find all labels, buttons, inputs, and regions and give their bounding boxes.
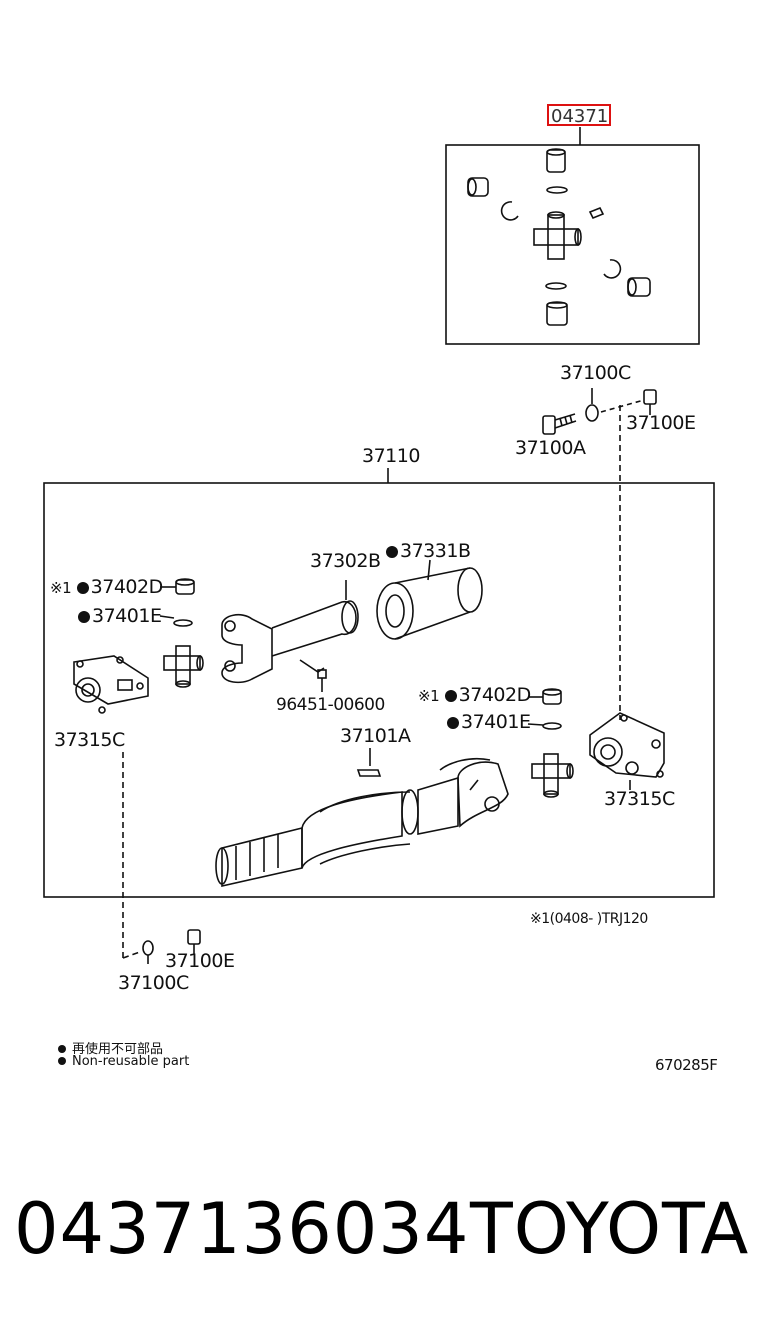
legend-jp: 再使用不可部品	[58, 1038, 163, 1057]
label-37401E-left: 37401E	[92, 605, 162, 627]
label-37110: 37110	[362, 445, 420, 467]
label-37401E-left-row: 37401E	[78, 605, 162, 627]
non-reusable-dot	[444, 690, 457, 702]
non-reusable-dot	[386, 546, 398, 558]
legend-en: Non-reusable part	[58, 1054, 189, 1069]
label-37315C-right: 37315C	[604, 788, 675, 810]
label-37401E-right-row: 37401E	[447, 711, 531, 733]
spider-right	[531, 753, 574, 798]
bearing-cap-top	[546, 148, 566, 173]
non-reusable-dot	[447, 717, 459, 729]
label-37402D-right: 37402D	[458, 684, 532, 706]
label-37302B: 37302B	[310, 550, 381, 572]
label-37101A: 37101A	[340, 725, 411, 747]
label-37100A: 37100A	[515, 437, 586, 459]
figure-code: 670285F	[655, 1056, 718, 1074]
footnote-applicability: ※1(0408- )TRJ120	[530, 911, 648, 927]
universal-joint-spider	[533, 211, 582, 260]
label-37402D-left-row: ※1 37402D	[50, 576, 163, 598]
label-37331B: 37331B	[400, 540, 471, 562]
label-37331B-row: 37331B	[386, 540, 471, 562]
legend-dot	[58, 1045, 66, 1053]
label-37402D-right-row: ※1 37402D	[418, 684, 531, 706]
label-37402D-left: 37402D	[90, 576, 164, 598]
legend-dot	[58, 1057, 66, 1065]
bearing-cap-left	[467, 177, 489, 197]
label-37401E-right: 37401E	[461, 711, 531, 733]
bearing-cap-bottom	[546, 301, 568, 326]
non-reusable-dot	[78, 611, 90, 623]
bearing-cap-right	[627, 277, 651, 297]
label-37100E-top: 37100E	[626, 412, 696, 434]
legend-en-text: Non-reusable part	[72, 1054, 190, 1069]
label-37100E-bottom: 37100E	[165, 950, 235, 972]
propeller-shaft	[215, 757, 509, 887]
label-37100C-bottom: 37100C	[118, 972, 189, 994]
flange-yoke-left	[73, 655, 149, 714]
spider-left	[163, 645, 204, 688]
assembly-box	[43, 482, 715, 898]
bolt-37100A	[542, 413, 577, 435]
non-reusable-dot	[76, 582, 89, 594]
label-37100C-top: 37100C	[560, 362, 631, 384]
kit-label-04371F[interactable]: 04371F	[547, 104, 611, 126]
footer-brand: TOYOTA	[470, 1188, 750, 1270]
legend-jp-text: 再使用不可部品	[72, 1042, 164, 1057]
ref-mark: ※1	[50, 579, 72, 597]
kit-box	[445, 144, 700, 345]
ref-mark: ※1	[418, 687, 440, 705]
label-96451-00600: 96451-00600	[276, 695, 385, 715]
flange-yoke-right	[589, 712, 665, 778]
dust-boot-37331B	[376, 567, 483, 640]
slip-yoke-37302B	[221, 600, 359, 684]
label-37315C-left: 37315C	[54, 729, 125, 751]
footer-part-number: 0437136034	[14, 1188, 470, 1270]
